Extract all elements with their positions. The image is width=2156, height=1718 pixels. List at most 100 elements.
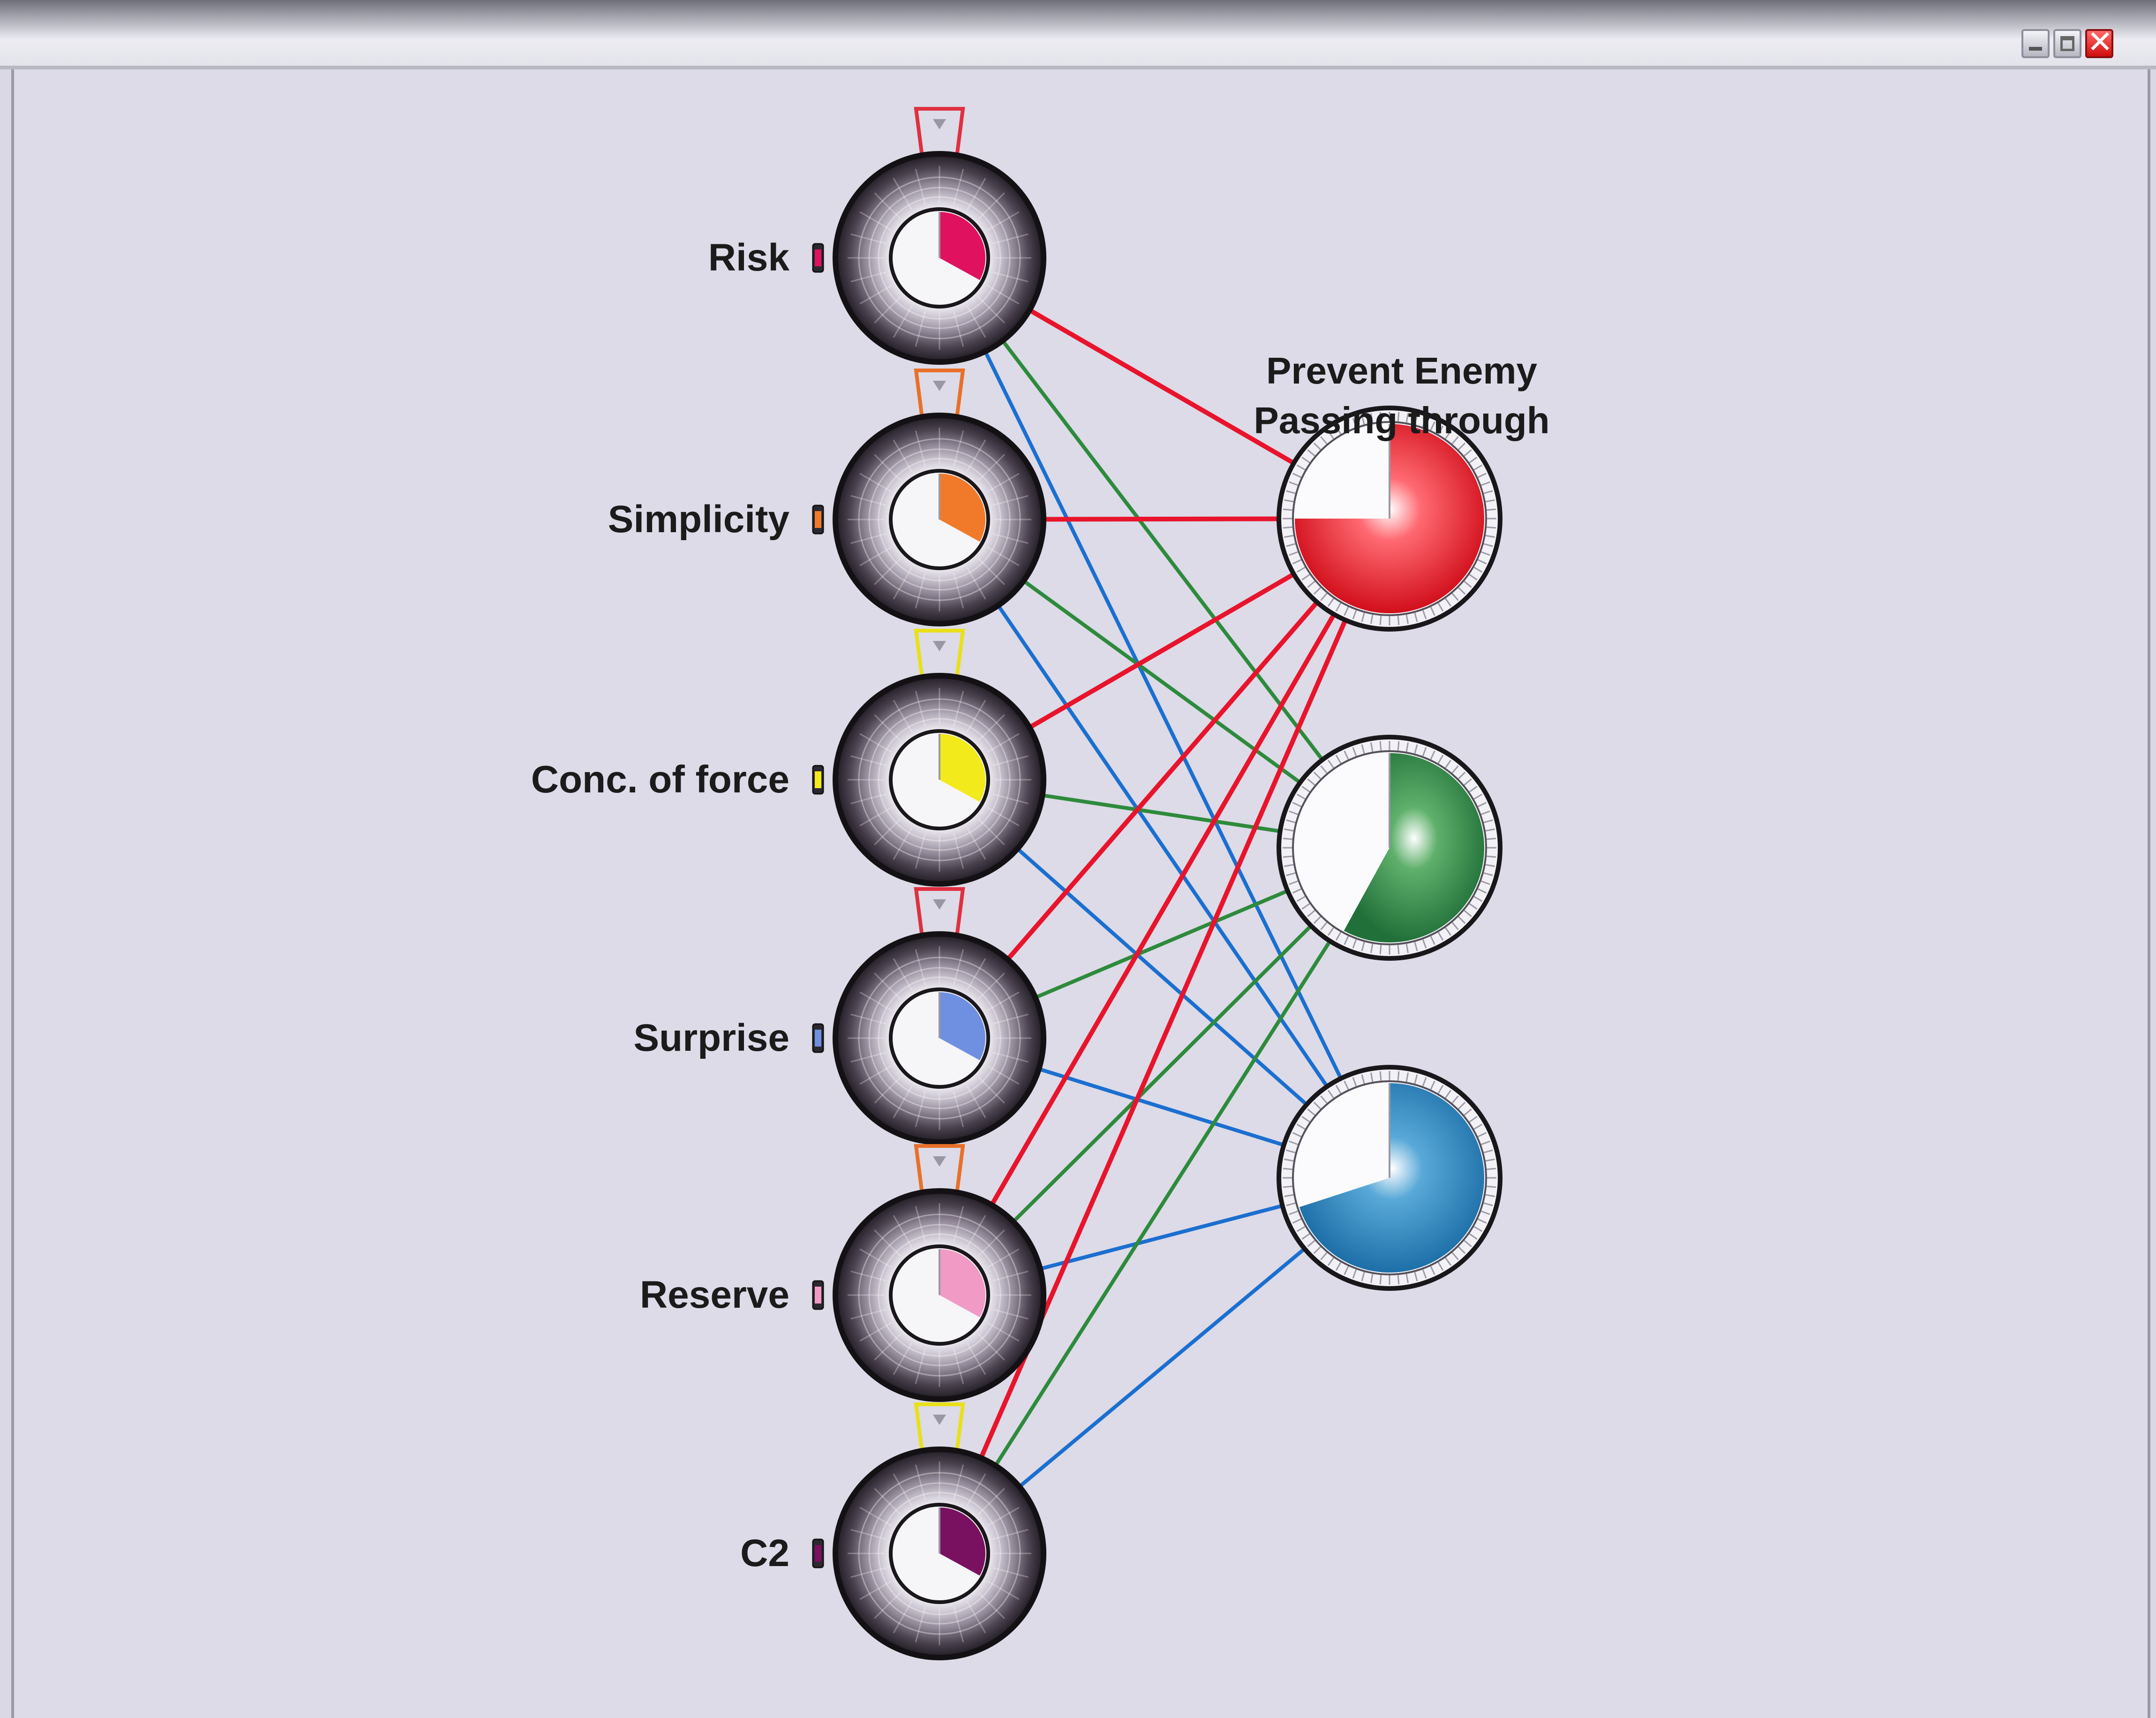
gauge-tick xyxy=(1296,566,1306,573)
gauge-tick xyxy=(1405,614,1409,624)
gauge-tick xyxy=(1483,872,1493,876)
gauge-tick xyxy=(1464,1240,1472,1247)
gauge-value-wedge xyxy=(1299,1083,1484,1273)
link-line xyxy=(1014,1245,1309,1492)
criterion-knob[interactable] xyxy=(812,1144,1046,1402)
knob-tick xyxy=(874,818,901,845)
gauge-tick xyxy=(1469,1233,1478,1240)
gauge-tick xyxy=(1286,1149,1296,1153)
gauge-tick xyxy=(1480,880,1490,885)
gauge-tick xyxy=(1451,1095,1459,1104)
toggle-swatch xyxy=(815,511,821,528)
gauge-tick xyxy=(1361,1272,1365,1281)
gauge-tick xyxy=(1445,927,1452,936)
knob-tick xyxy=(987,1322,1020,1342)
knob-tick xyxy=(992,1013,1029,1025)
criteria-layer xyxy=(812,107,1046,1660)
knob-tick xyxy=(978,1077,1005,1104)
gauge-tick xyxy=(1301,785,1310,792)
criterion-knob[interactable] xyxy=(812,1402,1046,1660)
gauge-tick xyxy=(1437,425,1444,435)
gauge-tick xyxy=(1464,910,1472,917)
gauge-tick xyxy=(1487,1168,1496,1170)
criterion-knob[interactable] xyxy=(812,887,1046,1145)
outcome-gauge-green[interactable] xyxy=(1277,735,1502,961)
criterion-knob[interactable] xyxy=(812,629,1046,887)
gauge-tick xyxy=(1469,574,1478,581)
link-line xyxy=(1002,597,1322,965)
knob-tick xyxy=(850,1567,886,1578)
gauge-tick xyxy=(1469,456,1478,463)
knob-tick xyxy=(966,439,986,472)
gauge-tick xyxy=(1301,1115,1310,1123)
knob-tick xyxy=(893,827,913,860)
gauge-tick xyxy=(1370,1273,1374,1283)
gauge-tick xyxy=(1483,819,1493,823)
gauge-tick xyxy=(1352,747,1357,757)
knob-tick xyxy=(859,473,892,493)
minimize-button[interactable] xyxy=(2021,29,2050,58)
knob-ring xyxy=(878,458,1001,581)
gauge-tick xyxy=(1344,421,1349,431)
gauge-tick xyxy=(1307,778,1315,786)
knob-tick xyxy=(915,949,926,985)
gauge-tick xyxy=(1344,935,1349,945)
knob-tick xyxy=(859,285,892,305)
gauge-tick xyxy=(1352,1269,1357,1279)
knob-tick xyxy=(992,233,1029,244)
gauge-tick xyxy=(1283,837,1292,840)
maximize-button[interactable] xyxy=(2053,29,2081,58)
gauge-tick xyxy=(1289,810,1299,815)
gauge-tick xyxy=(1397,616,1400,625)
outcome-gauge-red[interactable] xyxy=(1277,406,1502,632)
chevron-down-icon xyxy=(933,381,946,391)
gauge-tick xyxy=(1464,449,1472,457)
knob-tick xyxy=(874,1334,901,1361)
link-line xyxy=(1036,792,1285,834)
chevron-down-icon xyxy=(933,1156,946,1167)
toggle-swatch xyxy=(815,771,821,788)
gauge-tick xyxy=(1477,473,1487,478)
gauge-tick xyxy=(1284,1158,1294,1162)
gauge-tick xyxy=(1483,490,1493,494)
gauge-tick xyxy=(1289,880,1299,885)
gauge-tick xyxy=(1464,778,1472,786)
gauge-tick xyxy=(1483,543,1493,547)
gauge-tick xyxy=(1313,916,1321,924)
gauge-tick xyxy=(1284,1194,1294,1198)
knob-tick xyxy=(953,573,964,609)
knob-value-wedge xyxy=(939,1507,985,1576)
gauge-tick xyxy=(1487,526,1496,529)
gauge-tick xyxy=(1437,754,1444,764)
knob-tick xyxy=(850,793,886,805)
close-button[interactable]: ✕ xyxy=(2085,27,2113,58)
link-line xyxy=(1029,888,1292,1002)
knob-tick xyxy=(966,305,986,338)
gauge-tick xyxy=(1313,587,1321,595)
knob-tick xyxy=(850,1270,886,1281)
knob-tick xyxy=(850,271,886,283)
goal-title: Prevent Enemy Passing through xyxy=(1214,346,1589,445)
criterion-knob[interactable] xyxy=(812,107,1046,365)
gauge-tick xyxy=(1405,413,1409,423)
gauge-tick xyxy=(1379,945,1382,955)
gauge-tick xyxy=(1469,903,1478,910)
gauge-tick xyxy=(1283,855,1292,858)
gauge-tick xyxy=(1344,1266,1349,1275)
knob-tick xyxy=(953,1464,964,1500)
knob-tick xyxy=(987,806,1020,827)
gauge-tick xyxy=(1397,945,1400,955)
knob-tick xyxy=(978,1334,1005,1361)
knob-ring xyxy=(858,176,1021,339)
knob-value-wedge xyxy=(939,992,985,1061)
outcome-gauge-blue[interactable] xyxy=(1277,1065,1502,1291)
knob-tick xyxy=(893,1601,913,1634)
title-bar[interactable]: ✕ xyxy=(0,0,2156,69)
gauge-tick xyxy=(1283,1168,1292,1170)
gauge-tick xyxy=(1445,598,1452,607)
gauge-tick xyxy=(1307,1240,1315,1247)
criterion-knob[interactable] xyxy=(812,369,1046,626)
knob-tick xyxy=(966,1215,986,1248)
